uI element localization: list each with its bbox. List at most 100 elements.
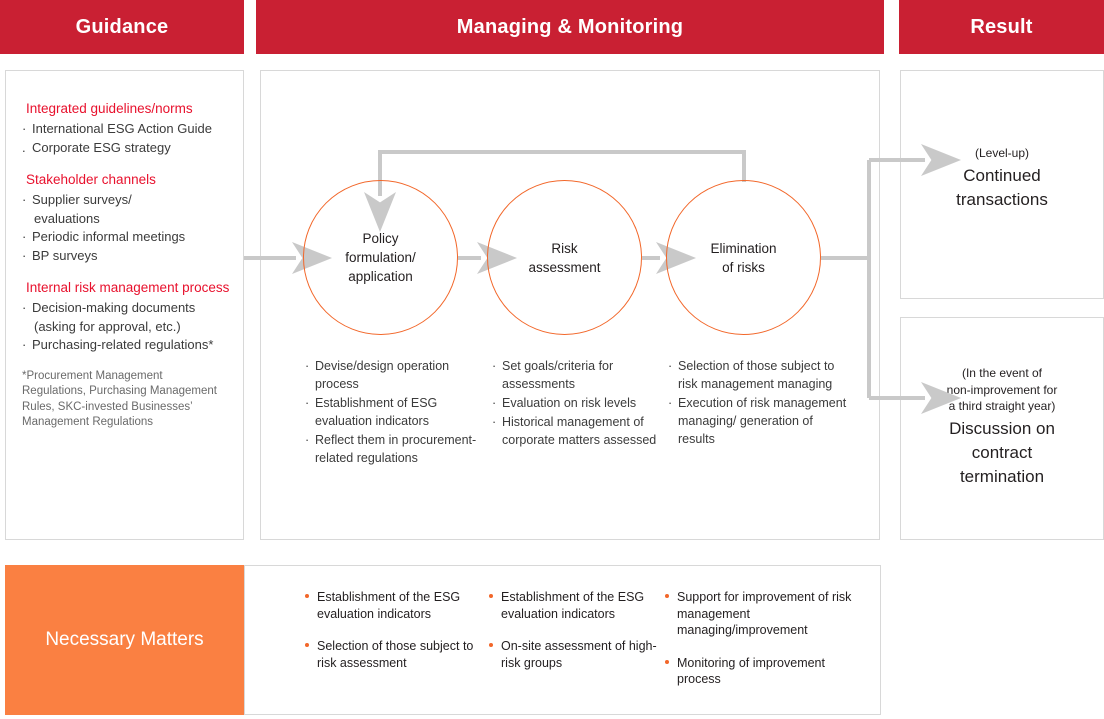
bullet-icon: · (22, 229, 27, 244)
list-item-line: Evaluation on risk levels (502, 396, 637, 410)
bullet-icon (305, 643, 309, 647)
result-title-line: contract (971, 442, 1033, 462)
header-band-result: Result (899, 0, 1104, 54)
result-title: Continued transactions (914, 164, 1090, 212)
bullet-icon: · (305, 396, 310, 410)
list-item: · Evaluation on risk levels (492, 394, 657, 412)
process-circle-risk-assessment: Risk assessment (487, 180, 642, 335)
list-item-line: of corporate matters (502, 415, 644, 447)
process-circle-label: Risk assessment (528, 240, 601, 275)
bullet-icon: · (22, 337, 27, 352)
bullet-icon: · (22, 247, 27, 263)
bullet-icon (305, 594, 309, 598)
necessary-matters-label: Necessary Matters (45, 629, 204, 650)
list-item: ·Periodic informal meetings (22, 228, 237, 247)
bullet-icon: · (305, 359, 310, 373)
header-label-guidance: Guidance (75, 15, 169, 38)
bullet-icon: · (668, 396, 673, 410)
bullet-icon (665, 659, 669, 664)
result-note-line: (In the event of (961, 366, 1043, 380)
guidance-group-heading: Internal risk management process (26, 280, 230, 295)
bullet-icon: · (22, 300, 27, 315)
list-item-line: (asking for approval, etc.) (34, 318, 181, 334)
step-list-policy-formulation: ·Devise/design operation process ·Establ… (305, 357, 477, 468)
list-item-line: Set goals/criteria for (502, 359, 614, 373)
guidance-group-list: · International ESG Action Guide . Corpora… (22, 120, 237, 157)
bullet-icon: · (492, 415, 497, 429)
list-item-line: indicators (561, 606, 615, 621)
bullet-icon: · (22, 192, 27, 207)
result-title-line: Continued (963, 165, 1041, 185)
list-item: ·Devise/design operation process (305, 357, 477, 393)
list-item-line: assessed (603, 433, 657, 447)
bullet-icon (489, 594, 493, 598)
step-list: ·Devise/design operation process ·Establ… (305, 357, 477, 467)
result-continued-transactions-text: (Level-up) Continued transactions (900, 145, 1104, 212)
guidance-group-list: · Supplier surveys/ evaluations ·Periodi… (22, 191, 237, 265)
list-item-line: Establishment of the (501, 590, 615, 604)
process-circle-elimination-of-risks: Elimination of risks (666, 180, 821, 335)
guidance-group-heading: Integrated guidelines/norms (26, 101, 193, 116)
list-item-line: Supplier surveys/ (32, 192, 132, 207)
header-band-managing-monitoring: Managing & Monitoring (256, 0, 884, 54)
list-item-line: procurement-related (315, 433, 477, 465)
necessary-matters-list: Establishment of the ESG evaluation indi… (305, 589, 483, 671)
result-title-line: termination (959, 466, 1045, 486)
list-item-line: subject to risk assessment (317, 639, 474, 670)
list-item-line: management managing/ (678, 396, 847, 428)
list-item: . Corporate ESG strategy (22, 139, 237, 158)
process-circle-policy-formulation: Policy formulation/ application (303, 180, 458, 335)
process-circle-label: Policy formulation/ application (345, 231, 416, 284)
list-item: On-site assessment of high-risk groups (489, 638, 657, 671)
list-item: ·Execution of risk management managing/ … (668, 394, 853, 448)
list-item-line: ESG evaluation (317, 590, 461, 621)
list-item: ·Set goals/criteria for assessments (492, 357, 657, 393)
step-list-risk-assessment: ·Set goals/criteria for assessments ·Eva… (492, 357, 657, 450)
guidance-group-list: · Decision-making documents (asking for … (22, 299, 237, 355)
list-item-line: Reflect them in (315, 433, 399, 447)
bullet-icon: · (22, 121, 27, 136)
list-item: · Supplier surveys/ evaluations (22, 191, 237, 228)
necessary-matters-column-2: Establishment of the ESG evaluation indi… (489, 589, 657, 687)
list-item-line: assessments (502, 377, 575, 391)
step-list-elimination-of-risks: ·Selection of those subject to risk mana… (668, 357, 853, 449)
list-item-line: Establishment of the (317, 590, 431, 604)
list-item-line: International ESG Action Guide (32, 121, 212, 136)
bullet-icon: · (492, 396, 497, 410)
list-item-line: process (677, 672, 721, 686)
bullet-icon (665, 594, 669, 598)
list-item: Establishment of the ESG evaluation indi… (489, 589, 657, 622)
list-item: · International ESG Action Guide (22, 120, 237, 139)
list-item-line: BP surveys (32, 247, 98, 263)
process-circle-label: Elimination of risks (710, 240, 777, 275)
list-item-line: ESG evaluation (501, 590, 645, 621)
list-item-line: managing (777, 377, 833, 391)
list-item-line: Monitoring of improvement (677, 655, 825, 670)
list-item: · Purchasing-related regulations* (22, 336, 237, 355)
guidance-group-heading: Stakeholder channels (26, 172, 156, 187)
necessary-matters-column-1: Establishment of the ESG evaluation indi… (305, 589, 483, 687)
list-item-line: Devise/design operation (315, 359, 450, 373)
list-item-line: Corporate ESG strategy (32, 139, 171, 155)
result-title: Discussion on contract termination (914, 417, 1090, 489)
guidance-group: Stakeholder channels · Supplier surveys/… (22, 171, 237, 265)
list-item-line: Decision-making documents (32, 300, 196, 315)
list-item-line: Establishment of ESG (315, 396, 438, 410)
list-item-line: Selection of those (317, 639, 417, 653)
list-item-line: Execution of risk (678, 396, 770, 410)
list-item: ·Selection of those subject to risk mana… (668, 357, 853, 393)
list-item-line: evaluation indicators (315, 414, 429, 428)
guidance-group: Integrated guidelines/norms · Internation… (22, 100, 237, 157)
list-item: Establishment of the ESG evaluation indi… (305, 589, 483, 622)
result-note: (In the event of non-improvement for a t… (914, 365, 1090, 415)
result-title-line: Discussion on (949, 418, 1055, 438)
list-item-line: Purchasing-related regulations* (32, 337, 214, 352)
result-note-line: a third straight year) (948, 399, 1056, 413)
bullet-icon: · (668, 359, 673, 373)
result-note: (Level-up) (974, 146, 1030, 160)
panel-guidance (5, 70, 244, 540)
guidance-content: Integrated guidelines/norms · Internation… (22, 100, 237, 431)
result-note-line: non-improvement for (946, 382, 1058, 397)
bullet-icon: . (22, 139, 26, 155)
list-item: · BP surveys (22, 247, 237, 266)
